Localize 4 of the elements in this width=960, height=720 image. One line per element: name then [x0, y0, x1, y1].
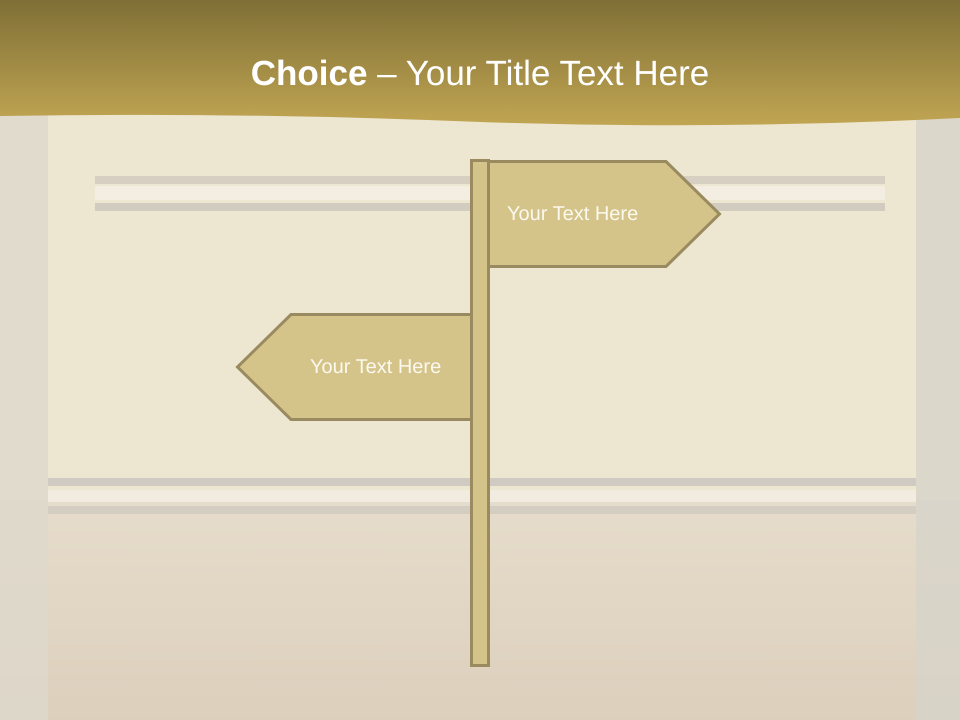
sign-label: Your Text Here — [310, 355, 442, 379]
signpost-pole — [470, 159, 490, 667]
slide-title: Choice – Your Title Text Here — [250, 53, 710, 95]
sign-label: Your Text Here — [507, 202, 638, 226]
